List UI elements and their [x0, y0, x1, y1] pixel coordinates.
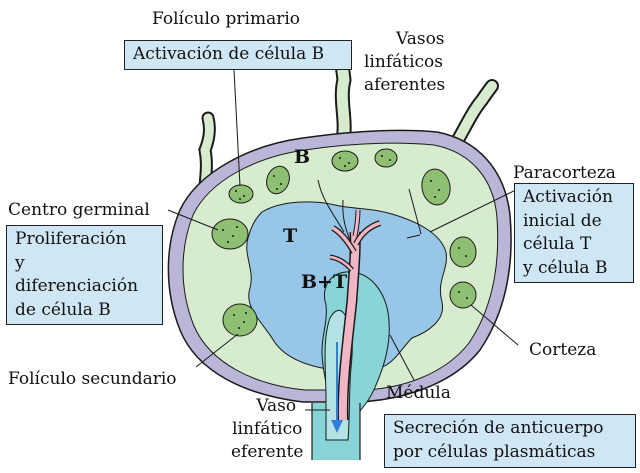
follicle-texture	[222, 155, 468, 329]
germinal-center-label: Centro germinal	[8, 200, 150, 220]
follicle	[374, 148, 398, 168]
paracortex-label: Paracorteza	[513, 163, 616, 183]
follicle	[266, 165, 290, 195]
follicle	[211, 218, 249, 250]
efferent-flow-arrow	[331, 342, 343, 433]
cortex-label: Corteza	[529, 340, 597, 360]
antibody-secretion-box: Secreción de anticuerpo por células plas…	[384, 414, 636, 468]
medulla-label: Médula	[386, 383, 451, 403]
primary-follicle-label: Folículo primario	[152, 9, 301, 29]
efferent-vessel-label: Vaso linfático eferente	[231, 396, 304, 462]
follicle	[331, 150, 359, 172]
follicle	[222, 303, 258, 337]
blood-vessel	[329, 209, 382, 421]
b-cell-activation-box: Activación de célula B	[124, 40, 352, 70]
pointer-lines	[167, 69, 531, 411]
follicle	[228, 184, 254, 204]
t-zone-label: T	[283, 225, 298, 247]
follicle	[421, 168, 451, 206]
bt-zone-label: B+T	[301, 271, 348, 293]
follicle	[449, 236, 477, 268]
follicle	[449, 281, 477, 309]
initial-activation-box: Activación inicial de célula T y célula …	[514, 183, 634, 283]
secondary-follicle-label: Folículo secundario	[8, 369, 177, 389]
proliferation-box: Proliferación y diferenciación de célula…	[6, 225, 163, 325]
lymph-flow-lines	[317, 179, 351, 241]
afferent-vessels-label: Vasos linfáticos aferentes	[364, 29, 446, 95]
b-zone-label: B	[294, 146, 311, 168]
follicles	[211, 148, 477, 337]
